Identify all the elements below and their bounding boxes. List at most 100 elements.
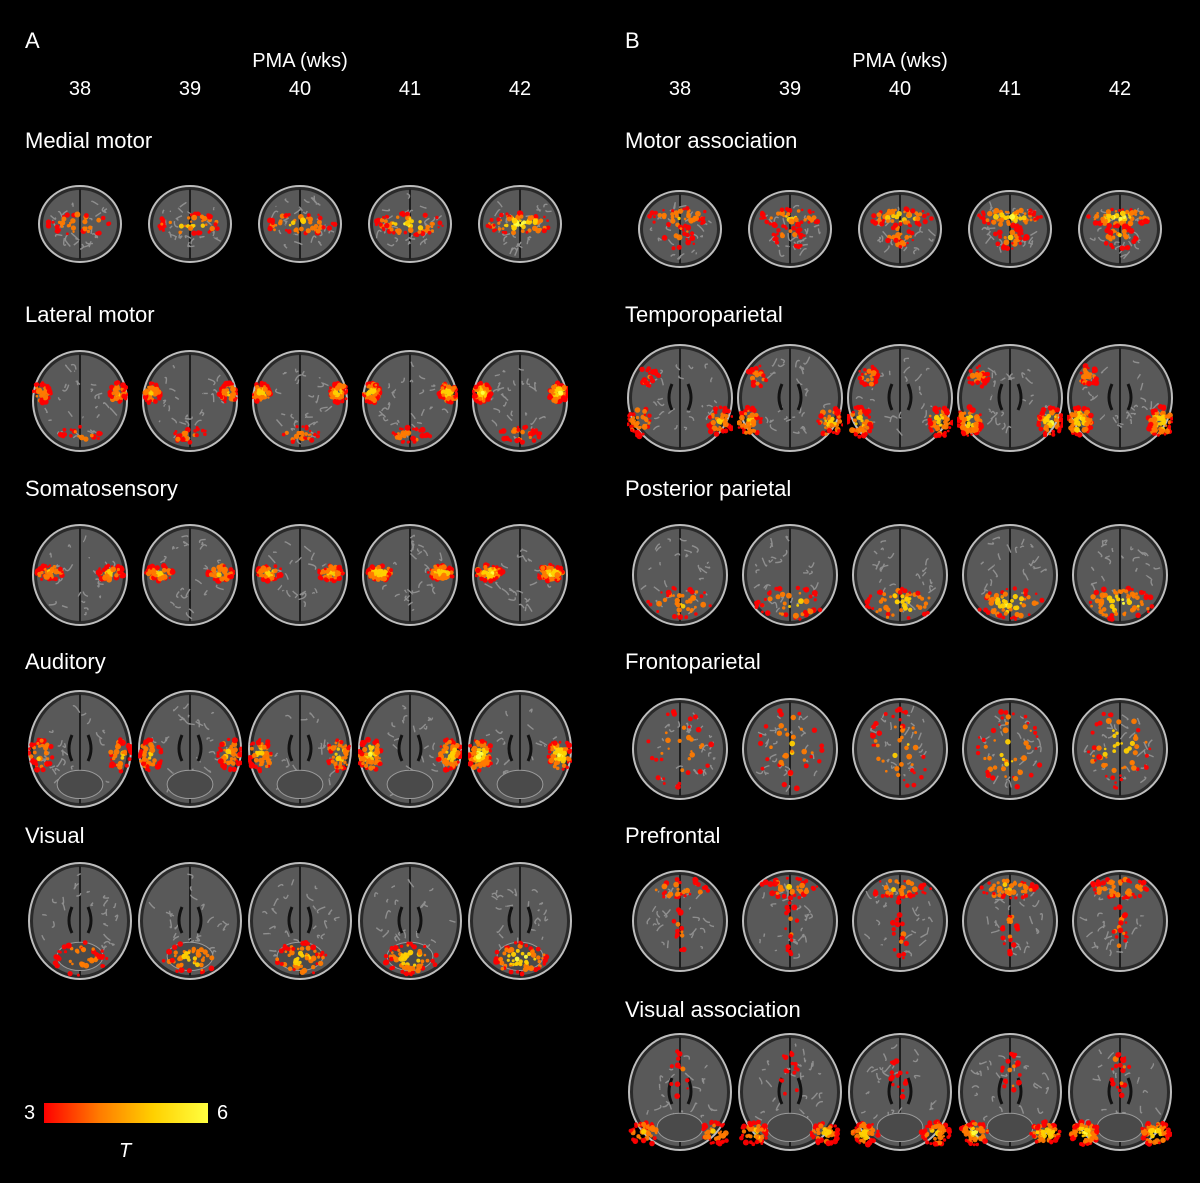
activation-voxel — [1121, 598, 1125, 601]
sulcus — [213, 236, 222, 242]
activation-voxel — [1036, 422, 1042, 428]
activation-voxel — [492, 223, 496, 227]
week-label: 42 — [508, 78, 532, 100]
activation-voxel — [111, 765, 115, 769]
activation-voxel — [221, 388, 225, 392]
sulcus — [507, 888, 514, 894]
activation-voxel — [1073, 406, 1078, 411]
activation-voxel — [1106, 214, 1110, 218]
sulcus — [88, 241, 92, 248]
sulcus — [420, 901, 426, 909]
sulcus — [919, 226, 923, 233]
brain-slice — [28, 862, 132, 985]
activation-voxel — [920, 596, 925, 601]
brain-slice — [247, 690, 352, 813]
activation-voxel — [204, 223, 208, 226]
brain-slice — [142, 524, 238, 631]
sulcus — [654, 543, 661, 550]
activation-voxel — [96, 436, 100, 441]
activation-voxel — [497, 569, 503, 575]
activation-voxel — [854, 422, 858, 426]
sulcus — [382, 929, 390, 938]
activation-voxel — [306, 213, 311, 218]
activation-voxel — [851, 410, 855, 414]
sulcus — [872, 564, 878, 570]
activation-voxel — [751, 421, 757, 427]
activation-voxel — [46, 757, 50, 761]
sulcus — [1021, 372, 1026, 379]
activation-voxel — [399, 944, 404, 948]
activation-voxel — [304, 432, 308, 436]
activation-voxel — [981, 375, 985, 379]
activation-voxel — [339, 740, 344, 745]
activation-voxel — [324, 953, 328, 957]
sulcus — [310, 435, 316, 438]
activation-voxel — [1112, 235, 1116, 238]
activation-voxel — [485, 223, 490, 228]
activation-voxel — [46, 224, 52, 229]
activation-voxel — [377, 390, 380, 393]
activation-voxel — [192, 956, 198, 961]
sulcus — [928, 587, 937, 594]
sulcus — [1111, 547, 1114, 553]
activation-voxel — [1128, 221, 1133, 227]
activation-voxel — [823, 416, 827, 420]
brain-slice — [138, 862, 242, 985]
activation-voxel — [1157, 404, 1164, 410]
activation-voxel — [307, 216, 313, 222]
activation-voxel — [219, 741, 225, 748]
activation-voxel — [565, 765, 569, 770]
activation-voxel — [491, 567, 495, 570]
activation-voxel — [43, 750, 49, 756]
activation-voxel — [1148, 421, 1154, 427]
sulcus — [492, 387, 501, 393]
sulcus — [81, 600, 86, 604]
activation-voxel — [1074, 419, 1078, 422]
activation-voxel — [436, 756, 442, 762]
activation-voxel — [875, 372, 881, 378]
brain-slice — [31, 350, 129, 457]
activation-voxel — [554, 572, 561, 578]
week-label: 38 — [68, 78, 92, 100]
activation-voxel — [533, 214, 538, 219]
sulcus — [999, 246, 1002, 253]
activation-voxel — [394, 435, 400, 440]
activation-voxel — [677, 216, 681, 221]
sulcus — [187, 241, 191, 248]
sulcus — [1030, 394, 1034, 397]
sulcus — [57, 210, 63, 218]
activation-voxel — [795, 585, 801, 591]
activation-voxel — [894, 599, 900, 605]
activation-voxel — [879, 221, 885, 227]
activation-voxel — [1012, 594, 1018, 600]
activation-voxel — [511, 217, 518, 224]
sulcus — [698, 577, 704, 581]
activation-voxel — [378, 222, 383, 227]
sulcus — [304, 412, 309, 417]
sulcus — [410, 412, 416, 420]
sulcus — [535, 742, 543, 746]
activation-voxel — [450, 396, 454, 400]
activation-voxel — [60, 223, 64, 227]
sulcus — [990, 410, 996, 415]
sulcus — [1116, 424, 1123, 428]
activation-voxel — [713, 410, 718, 415]
activation-voxel — [260, 573, 265, 578]
activation-voxel — [67, 971, 73, 977]
sulcus — [65, 563, 74, 572]
sulcus — [95, 212, 102, 217]
sulcus — [869, 398, 876, 402]
activation-voxel — [470, 761, 474, 765]
sulcus — [798, 406, 802, 414]
sulcus — [283, 244, 288, 249]
activation-voxel — [267, 225, 273, 232]
sulcus — [676, 253, 685, 260]
activation-voxel — [335, 765, 339, 769]
network-label: Temporoparietal — [625, 302, 783, 327]
activation-voxel — [561, 750, 567, 756]
activation-voxel — [1054, 415, 1057, 418]
activation-voxel — [45, 219, 52, 225]
activation-voxel — [1013, 233, 1019, 239]
activation-voxel — [538, 218, 544, 223]
activation-voxel — [384, 222, 390, 229]
